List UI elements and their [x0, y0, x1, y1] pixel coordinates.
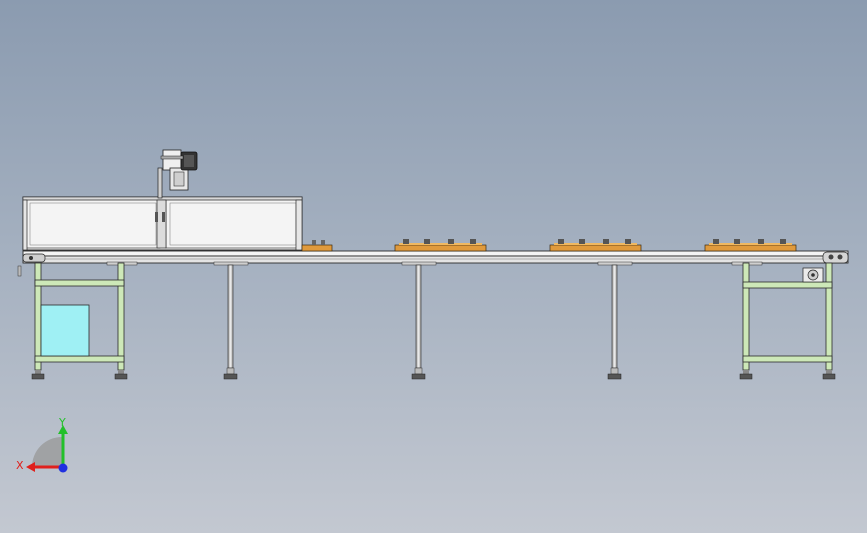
x-axis-label: X: [16, 459, 24, 472]
support-leg: [607, 264, 622, 380]
guard-enclosure: [22, 196, 303, 251]
pallet: [549, 239, 642, 252]
control-cabinet: [40, 304, 90, 357]
drive-motor: [802, 267, 824, 283]
pallet: [394, 239, 487, 252]
y-axis-label: Y: [58, 416, 66, 429]
support-leg: [411, 264, 426, 380]
pallet: [704, 239, 797, 252]
right-support-frame: [739, 262, 836, 380]
conveyor-rail: [17, 250, 849, 277]
top-mechanism: [157, 149, 198, 199]
support-leg: [223, 264, 238, 380]
z-axis-dot: [58, 463, 68, 473]
orientation-triad: Y X: [16, 416, 68, 473]
pallet: [301, 240, 333, 252]
left-support-frame: [31, 262, 128, 380]
